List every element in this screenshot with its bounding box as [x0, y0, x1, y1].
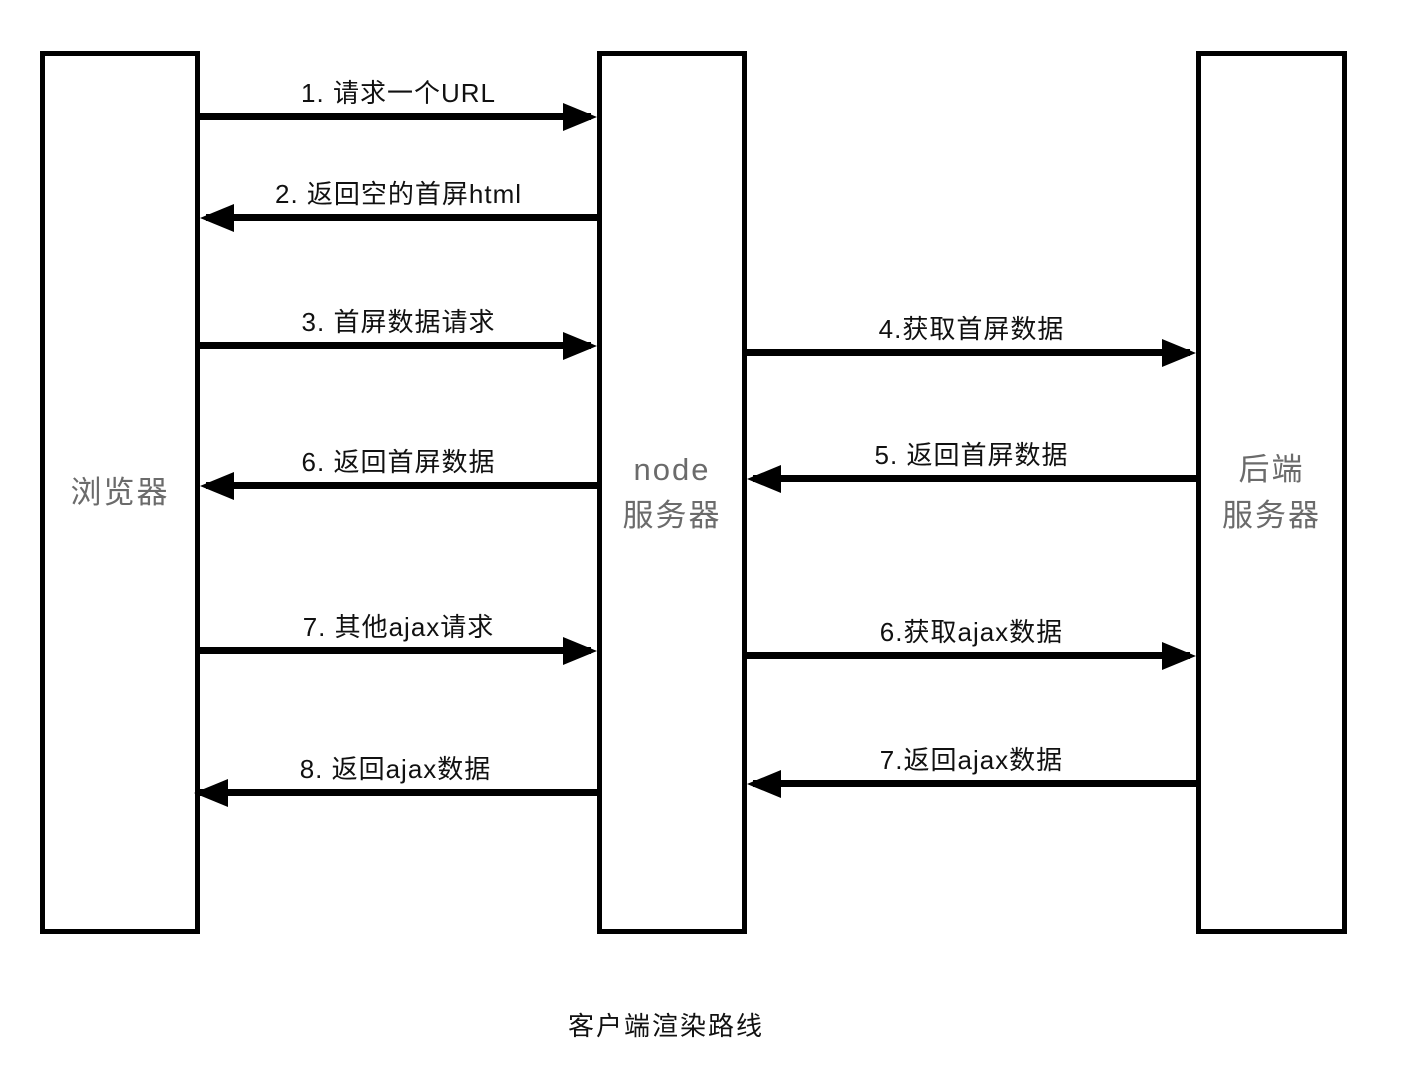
message-6-return-first-screen-data: 6. 返回首屏数据 — [200, 446, 597, 502]
arrow-left-icon — [747, 465, 1196, 493]
node-browser-label: 浏览器 — [70, 474, 170, 510]
arrow-head — [1162, 642, 1196, 670]
arrow-left-icon — [200, 472, 597, 500]
arrow-right-icon — [200, 332, 597, 360]
node-backend-server-label: 后端 服务器 — [1222, 447, 1321, 539]
arrow-shaft — [753, 475, 1196, 482]
node-backend-server: 后端 服务器 — [1196, 51, 1347, 934]
message-label: 3. 首屏数据请求 — [301, 307, 496, 337]
arrow-shaft — [747, 349, 1190, 356]
message-4-fetch-first-screen-data: 4.获取首屏数据 — [747, 313, 1196, 369]
node-browser: 浏览器 — [40, 51, 200, 934]
arrow-head — [747, 770, 781, 798]
message-label: 6.获取ajax数据 — [879, 617, 1064, 647]
arrow-right-icon — [747, 642, 1196, 670]
node-backend-server-label-line2: 服务器 — [1222, 497, 1321, 533]
arrow-head — [563, 103, 597, 131]
arrow-shaft — [747, 652, 1190, 659]
node-node-server: node 服务器 — [597, 51, 747, 934]
arrow-head — [563, 332, 597, 360]
arrow-head — [563, 637, 597, 665]
arrow-shaft — [200, 647, 591, 654]
arrow-head — [194, 779, 228, 807]
arrow-left-icon — [194, 779, 597, 807]
message-7-other-ajax-request: 7. 其他ajax请求 — [200, 611, 597, 667]
message-6-fetch-ajax-data: 6.获取ajax数据 — [747, 616, 1196, 672]
arrow-left-icon — [200, 204, 597, 232]
arrow-left-icon — [747, 770, 1196, 798]
arrow-right-icon — [200, 637, 597, 665]
message-label: 4.获取首屏数据 — [878, 314, 1065, 344]
message-label: 8. 返回ajax数据 — [299, 754, 492, 784]
node-backend-server-label-line1: 后端 — [1238, 451, 1305, 487]
arrow-shaft — [200, 342, 591, 349]
arrow-head — [200, 204, 234, 232]
message-3-first-screen-data-request: 3. 首屏数据请求 — [200, 306, 597, 362]
diagram-caption: 客户端渲染路线 — [567, 1011, 764, 1041]
arrow-shaft — [206, 482, 597, 489]
message-label: 7. 其他ajax请求 — [302, 612, 495, 642]
node-node-server-label-line2: 服务器 — [622, 497, 722, 533]
arrow-head — [1162, 339, 1196, 367]
arrow-shaft — [200, 113, 591, 120]
arrow-head — [747, 465, 781, 493]
message-label: 5. 返回首屏数据 — [874, 440, 1069, 470]
message-2-return-empty-html: 2. 返回空的首屏html — [200, 178, 597, 234]
node-node-server-label: node 服务器 — [623, 447, 722, 539]
arrow-shaft — [753, 780, 1196, 787]
arrow-shaft — [206, 214, 597, 221]
message-5-return-first-screen-data: 5. 返回首屏数据 — [747, 439, 1196, 495]
node-node-server-label-line1: node — [633, 451, 711, 487]
message-8-return-ajax-data: 8. 返回ajax数据 — [194, 753, 597, 809]
message-label: 6. 返回首屏数据 — [301, 447, 496, 477]
message-label: 2. 返回空的首屏html — [274, 179, 523, 209]
arrow-head — [200, 472, 234, 500]
message-7-return-ajax-data: 7.返回ajax数据 — [747, 744, 1196, 800]
message-label: 7.返回ajax数据 — [879, 745, 1064, 775]
arrow-shaft — [200, 789, 597, 796]
message-1-request-url: 1. 请求一个URL — [200, 77, 597, 133]
arrow-right-icon — [747, 339, 1196, 367]
message-label: 1. 请求一个URL — [301, 78, 496, 108]
arrow-right-icon — [200, 103, 597, 131]
